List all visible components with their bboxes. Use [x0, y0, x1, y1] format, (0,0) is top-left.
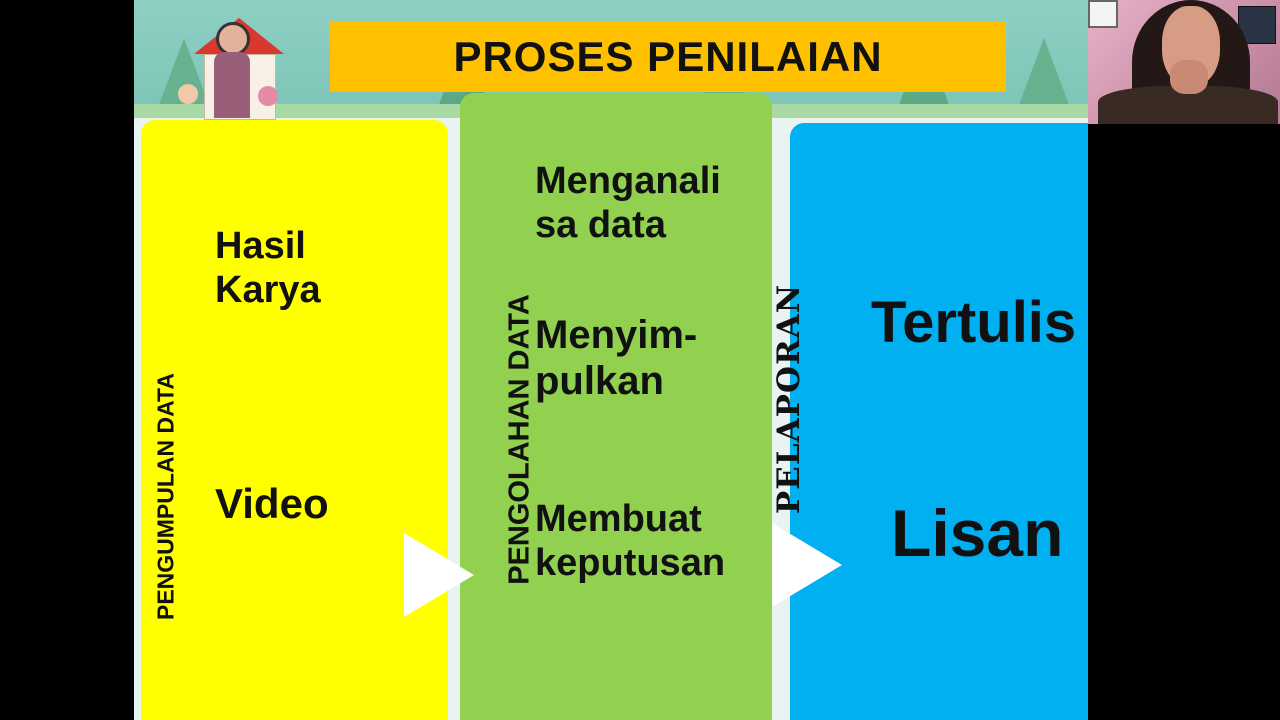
teacher-illustration	[216, 22, 250, 56]
column-label-pelaporan: PELAPORAN	[771, 283, 807, 515]
item-hasil-karya: Hasil Karya	[215, 225, 321, 312]
column-label-pengolahan: PENGOLAHAN DATA	[503, 294, 536, 585]
panel-pengumpulan-data	[141, 120, 448, 720]
arrow-right-icon	[404, 533, 474, 617]
teacher-body-illustration	[214, 52, 250, 118]
item-text-line: Menyim-	[535, 313, 698, 357]
presenter-hand	[1170, 60, 1208, 94]
arrow-right-icon	[772, 523, 842, 607]
item-text-line: Hasil	[215, 225, 306, 267]
item-menyimpulkan: Menyim- pulkan	[535, 312, 697, 404]
title-box: PROSES PENILAIAN	[330, 22, 1006, 92]
item-lisan: Lisan	[891, 496, 1064, 570]
item-text-line: Karya	[215, 268, 321, 311]
item-tertulis: Tertulis	[871, 290, 1077, 355]
slide-title: PROSES PENILAIAN	[453, 33, 883, 80]
item-menganalisa-data: Menganali sa data	[535, 160, 721, 247]
item-membuat-keputusan: Membuat keputusan	[535, 498, 725, 585]
item-text-line: Menganali	[535, 160, 721, 202]
item-text-line: keputusan	[535, 541, 726, 584]
panel-pengolahan-data	[460, 93, 772, 720]
item-text-line: pulkan	[535, 359, 664, 403]
webcam-overlay	[1088, 0, 1280, 124]
item-text-line: sa data	[535, 203, 666, 246]
item-video: Video	[215, 480, 329, 527]
child-illustration	[178, 84, 198, 104]
wall-frame-illustration	[1088, 0, 1118, 28]
item-text-line: Membuat	[535, 498, 702, 540]
panel-pelaporan	[790, 123, 1088, 720]
child-illustration	[258, 86, 278, 106]
column-label-pengumpulan: PENGUMPULAN DATA	[152, 372, 179, 621]
presentation-slide: PROSES PENILAIAN PENGUMPULAN DATA PENGOL…	[134, 0, 1088, 720]
